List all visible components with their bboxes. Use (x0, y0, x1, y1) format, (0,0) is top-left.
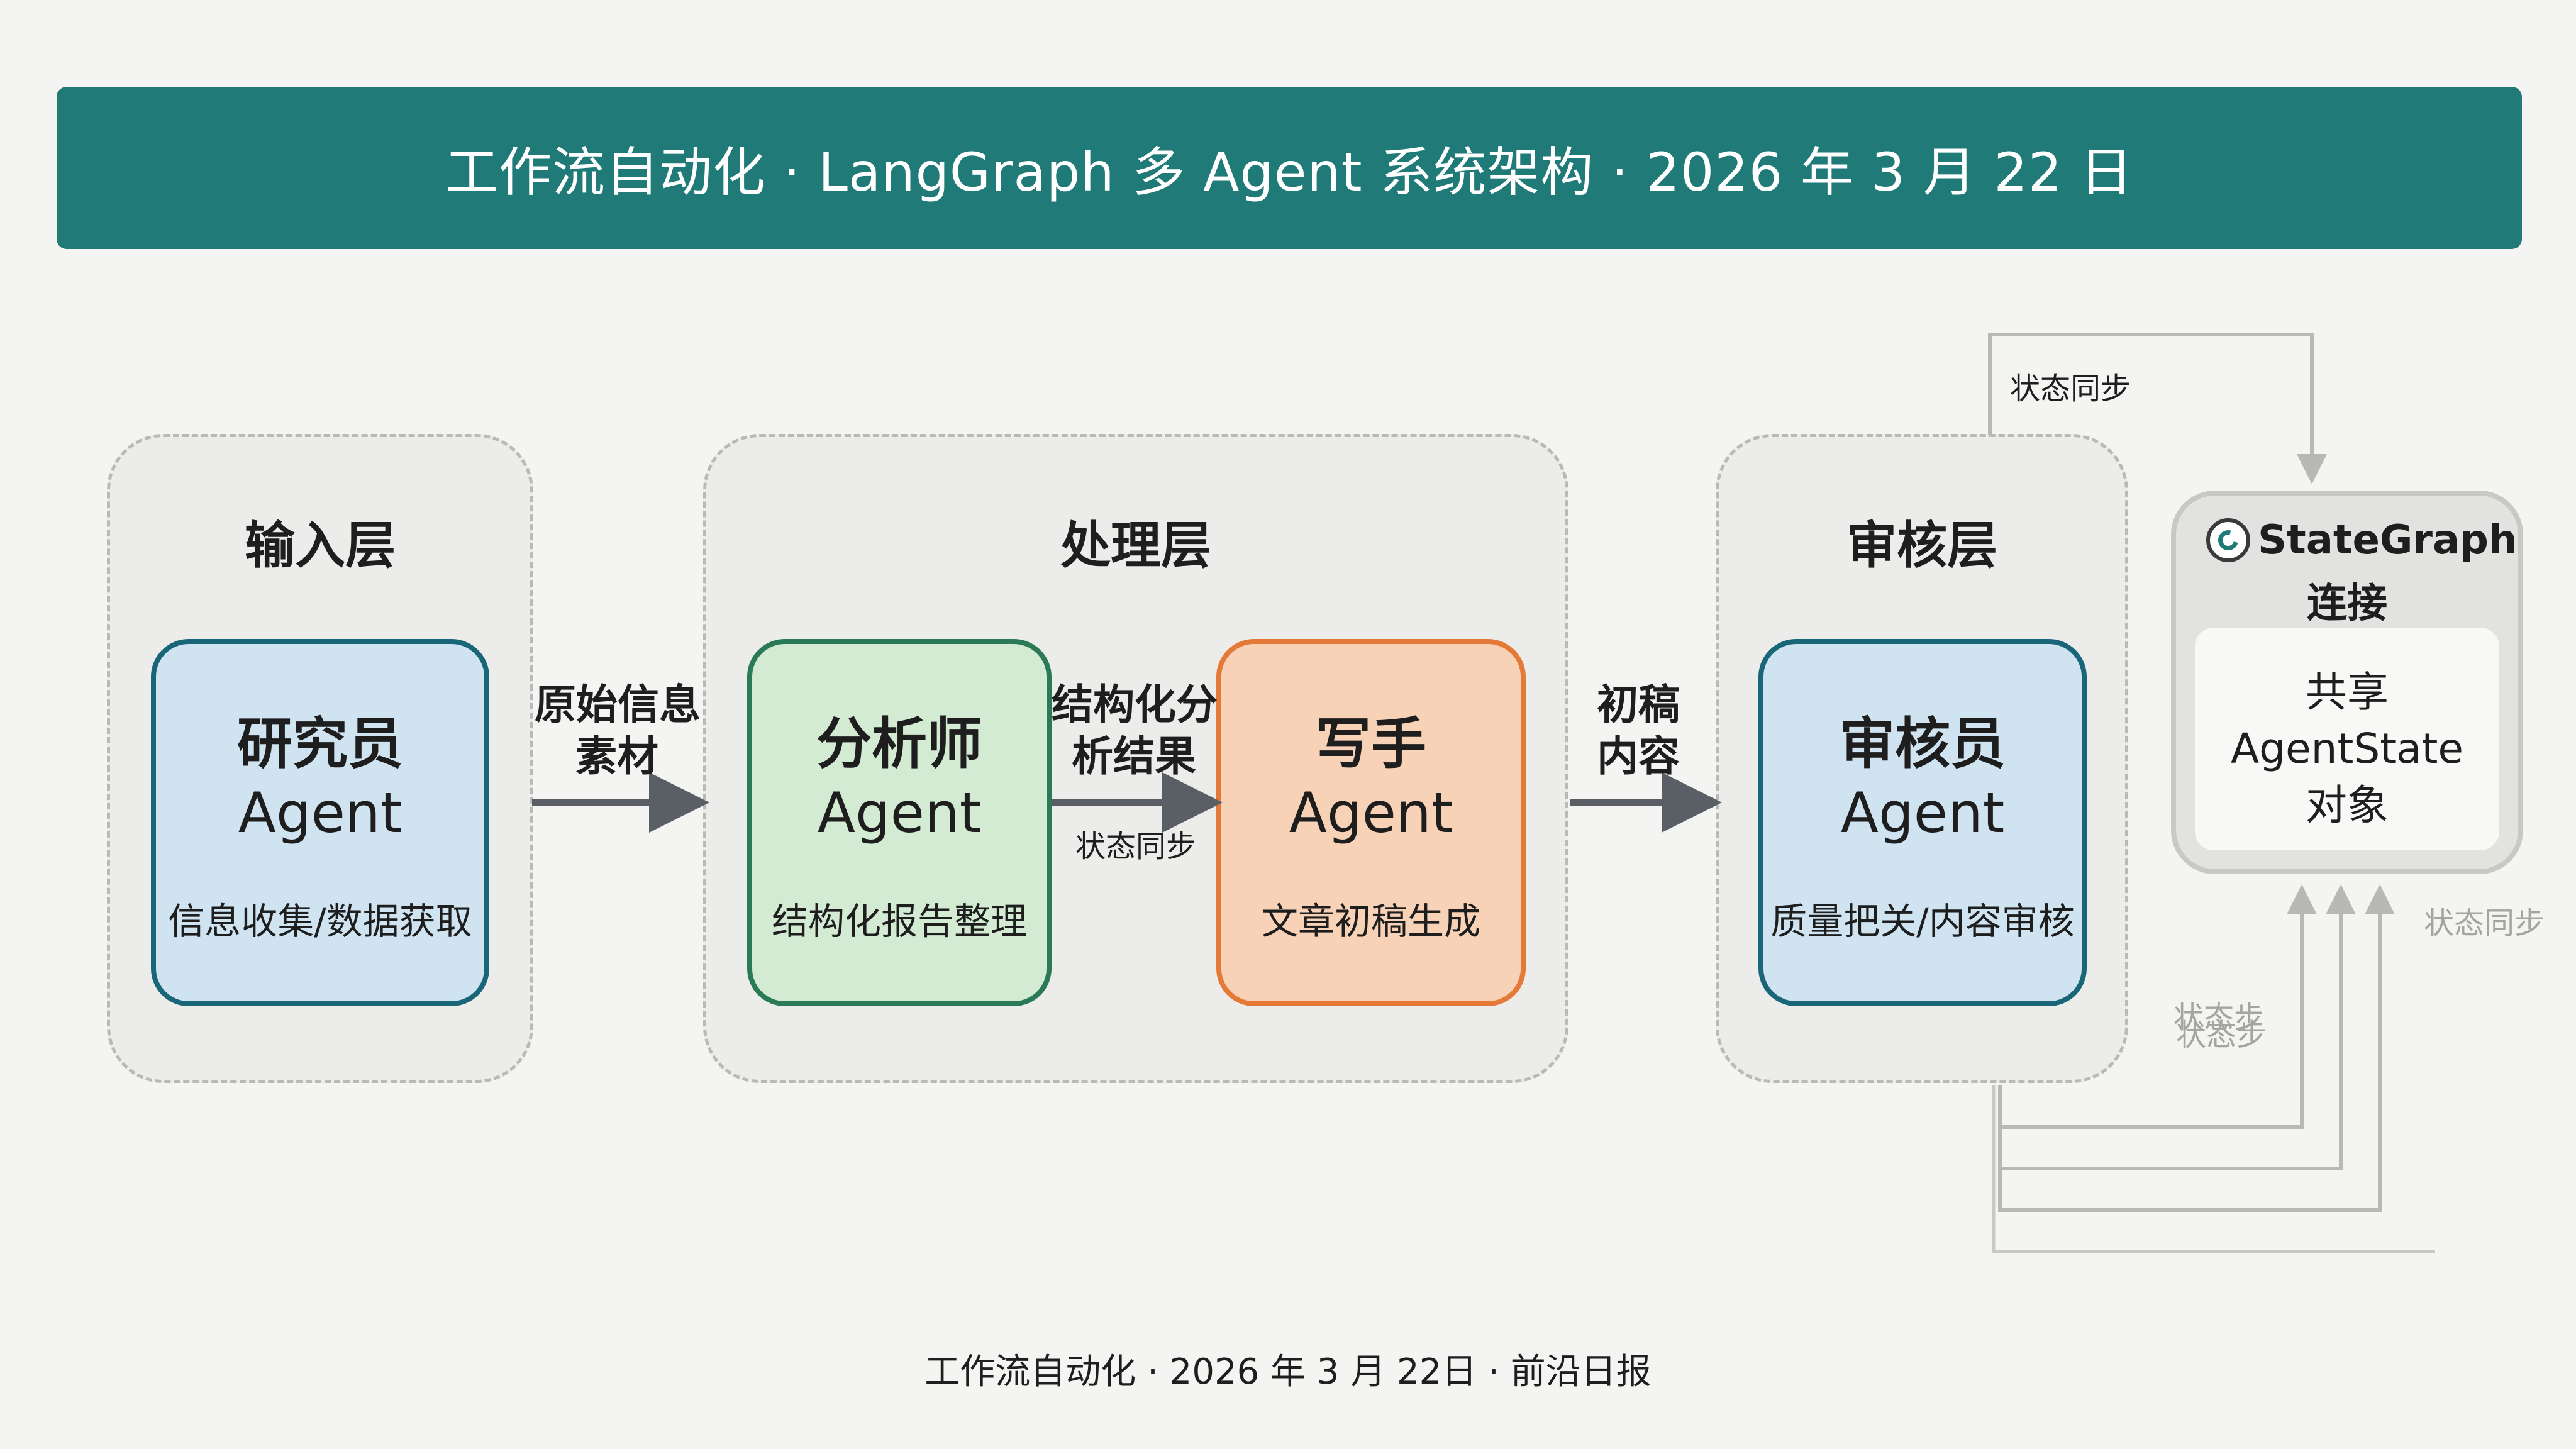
shared-state-line-3: 对象 (2306, 781, 2389, 830)
writer-agent-sub: Agent (1289, 780, 1453, 845)
reviewer-agent: 审核员 Agent 质量把关/内容审核 (1758, 639, 2087, 1006)
shared-state-panel: 共享 AgentState 对象 (2195, 628, 2499, 850)
sync-line-3 (1998, 884, 2395, 1212)
label-draft: 初稿 内容 (1572, 679, 1704, 782)
processing-layer-title: 处理层 (1060, 516, 1211, 575)
label-structured-line-2: 析结果 (1072, 732, 1196, 780)
reviewer-agent-name: 审核员 (1839, 711, 2006, 776)
sync-line-1 (1998, 884, 2317, 1129)
header-banner: 工作流自动化 · LangGraph 多 Agent 系统架构 · 2026 年… (57, 87, 2522, 249)
sync-line-4 (1992, 1085, 2435, 1253)
langgraph-icon (2206, 518, 2250, 562)
label-state-sync-overlap-1: 状态步 (2174, 1000, 2265, 1035)
stategraph-subtitle: 连接 (2307, 580, 2387, 627)
label-raw-info-line-1: 原始信息 (535, 680, 701, 729)
researcher-agent: 研究员 Agent 信息收集/数据获取 (151, 639, 489, 1006)
label-raw-info-line-2: 素材 (575, 732, 658, 780)
label-state-sync-small: 状态同步 (1075, 829, 1197, 864)
label-structured-line-1: 结构化分 (1052, 680, 1218, 729)
analyst-agent-sub: Agent (817, 780, 982, 845)
label-draft-line-2: 内容 (1597, 732, 1680, 780)
footer-caption: 工作流自动化 · 2026 年 3 月 22日 · 前沿日报 (924, 1352, 1652, 1392)
writer-agent-desc: 文章初稿生成 (1261, 900, 1480, 943)
analyst-agent-name: 分析师 (816, 711, 982, 776)
reviewer-agent-sub: Agent (1840, 780, 2005, 845)
review-layer-title: 审核层 (1846, 516, 1997, 575)
shared-state-text: 共享 AgentState 对象 (2195, 664, 2499, 834)
writer-agent: 写手 Agent 文章初稿生成 (1216, 639, 1526, 1006)
researcher-agent-name: 研究员 (236, 711, 403, 776)
input-layer-title: 输入层 (245, 516, 396, 575)
stategraph-title: StateGraph (2258, 517, 2518, 564)
header-title: 工作流自动化 · LangGraph 多 Agent 系统架构 · 2026 年… (445, 141, 2134, 203)
writer-agent-name: 写手 (1315, 711, 1426, 776)
label-state-sync-faint: 状态同步 (2424, 906, 2545, 941)
analyst-agent-desc: 结构化报告整理 (771, 900, 1027, 943)
label-structured: 结构化分 析结果 (1052, 679, 1218, 782)
analyst-agent: 分析师 Agent 结构化报告整理 (747, 639, 1052, 1006)
sync-line-2 (1998, 884, 2356, 1170)
label-state-sync-top: 状态同步 (2010, 371, 2131, 406)
shared-state-line-2: AgentState (2230, 724, 2464, 773)
reviewer-agent-desc: 质量把关/内容审核 (1770, 900, 2075, 943)
arrow-review-to-stategraph-top (1988, 333, 2327, 484)
label-raw-info: 原始信息 素材 (535, 679, 701, 782)
stategraph-node: StateGraph 连接 共享 AgentState 对象 (2171, 491, 2523, 874)
researcher-agent-sub: Agent (238, 780, 402, 845)
researcher-agent-desc: 信息收集/数据获取 (168, 900, 472, 943)
label-state-sync-overlap-2: 状态步 (2176, 1018, 2267, 1053)
label-draft-line-1: 初稿 (1597, 680, 1680, 729)
shared-state-line-1: 共享 (2306, 668, 2389, 716)
